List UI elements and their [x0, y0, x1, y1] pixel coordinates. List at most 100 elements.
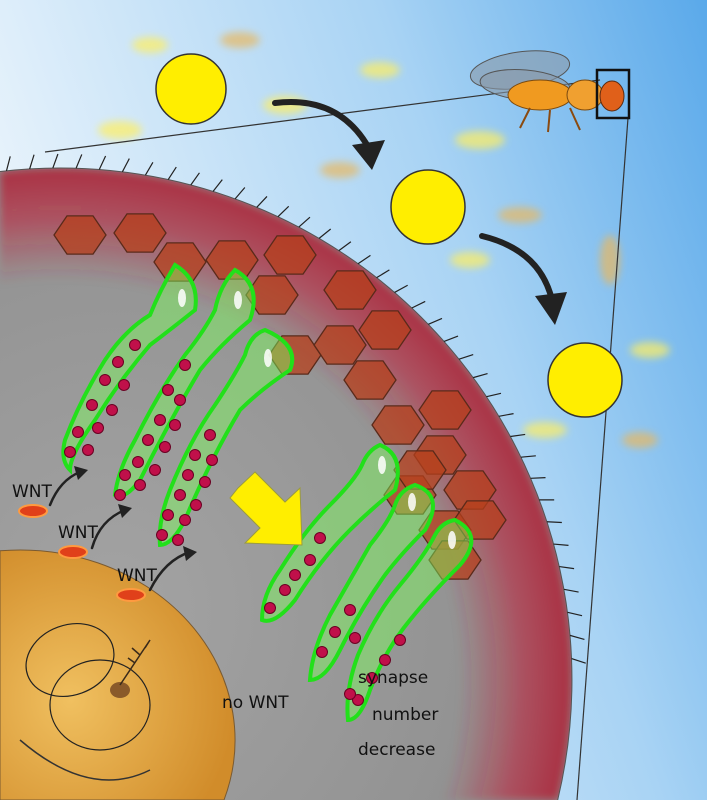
vesicle-dot [344, 604, 356, 616]
vesicle-dot [289, 569, 301, 581]
synapse-label-line1: synapse [358, 668, 428, 688]
vesicle-dot [182, 469, 194, 481]
vesicle-dot [352, 694, 364, 706]
bristle [428, 317, 443, 325]
vesicle-dot [82, 444, 94, 456]
wnt-label-2: WNT [58, 523, 99, 543]
vesicle-dot [172, 534, 184, 546]
bristle [530, 477, 546, 479]
vesicle-dot [179, 359, 191, 371]
bristle [458, 353, 474, 360]
vesicle-dot [189, 449, 201, 461]
vesicle-dot [154, 414, 166, 426]
bristle [376, 269, 390, 279]
vesicle-dot [64, 446, 76, 458]
vesicle-dot [344, 688, 356, 700]
vesicle-dot [159, 441, 171, 453]
bristle [29, 154, 35, 170]
light-source-2 [390, 169, 466, 245]
wnt-label-1: WNT [12, 482, 53, 502]
neuron-with-wnt-3 [157, 327, 295, 548]
vesicle-dot [206, 454, 218, 466]
ommatidium-hexagon [323, 270, 377, 310]
brain-lobe [0, 549, 236, 800]
bristle [567, 611, 583, 617]
bristle [277, 205, 290, 218]
bristle [473, 373, 488, 379]
bristle [234, 187, 246, 200]
vesicle-dot [149, 464, 161, 476]
vesicle-dot [142, 434, 154, 446]
wnt-signals [18, 466, 197, 602]
bristle [559, 565, 575, 570]
ommatidium-hexagon [263, 235, 317, 275]
vesicle-dot [112, 356, 124, 368]
vesicle-dot [329, 626, 341, 638]
vesicle-dot [190, 499, 202, 511]
bristle [569, 634, 585, 640]
bristle [520, 455, 536, 458]
bristle [571, 657, 586, 664]
ommatidia-hexagons [53, 213, 507, 580]
light-source-1 [155, 53, 227, 125]
ommatidium-hexagon [418, 390, 472, 430]
vesicle-dot [169, 419, 181, 431]
no-wnt-label: no WNT [222, 693, 289, 713]
vesicle-dot [86, 399, 98, 411]
bristle [486, 392, 502, 398]
bristle [318, 228, 332, 239]
vesicle-dot [134, 479, 146, 491]
bristle [256, 196, 268, 208]
synapse-label-line3: decrease [358, 740, 435, 760]
eye-zoom-box [595, 68, 631, 120]
eye-bristles [5, 153, 586, 664]
ommatidium-hexagon [393, 450, 447, 490]
light-source-3 [547, 342, 623, 418]
vesicle-dot [314, 532, 326, 544]
ommatidium-hexagon [53, 215, 107, 255]
vesicle-dot [99, 374, 111, 386]
vesicle-dot [174, 394, 186, 406]
bristle [167, 166, 177, 180]
bristle [394, 284, 408, 293]
ommatidium-hexagon [358, 310, 412, 350]
vesicle-dot [366, 672, 378, 684]
light-streaks [98, 32, 670, 448]
vesicle-dot [132, 456, 144, 468]
bristle [75, 154, 83, 169]
vesicle-dot [204, 429, 216, 441]
bristle [298, 216, 311, 228]
vesicle-dot [279, 584, 291, 596]
bristle [190, 172, 200, 186]
neuron-with-wnt-1 [61, 262, 198, 475]
bristle [338, 241, 352, 252]
bristle [98, 155, 107, 170]
yellow-transition-arrow [229, 471, 303, 546]
projection-line-right [576, 117, 629, 800]
ommatidium-hexagon [313, 325, 367, 365]
fruit-fly [469, 50, 631, 133]
vesicle-dot [129, 339, 141, 351]
vesicle-dot [349, 632, 361, 644]
wnt-label-3: WNT [117, 566, 158, 586]
vesicle-dot [174, 489, 186, 501]
bristle [5, 156, 11, 171]
vesicle-dot [162, 509, 174, 521]
synaptic-vesicles [64, 339, 406, 706]
vesicle-dot [162, 384, 174, 396]
vesicle-dot [72, 426, 84, 438]
ommatidium-hexagon [245, 275, 299, 315]
bristle [498, 413, 514, 417]
light-exposure-arrows [272, 99, 567, 325]
vesicle-dot [119, 469, 131, 481]
bristle [357, 254, 371, 265]
vesicle-dot [114, 489, 126, 501]
bristle [510, 433, 526, 438]
vesicle-dot [379, 654, 391, 666]
vesicle-dot [394, 634, 406, 646]
vesicle-dot [199, 476, 211, 488]
bristle [212, 179, 223, 192]
vesicle-dot [316, 646, 328, 658]
bristle [411, 300, 426, 309]
